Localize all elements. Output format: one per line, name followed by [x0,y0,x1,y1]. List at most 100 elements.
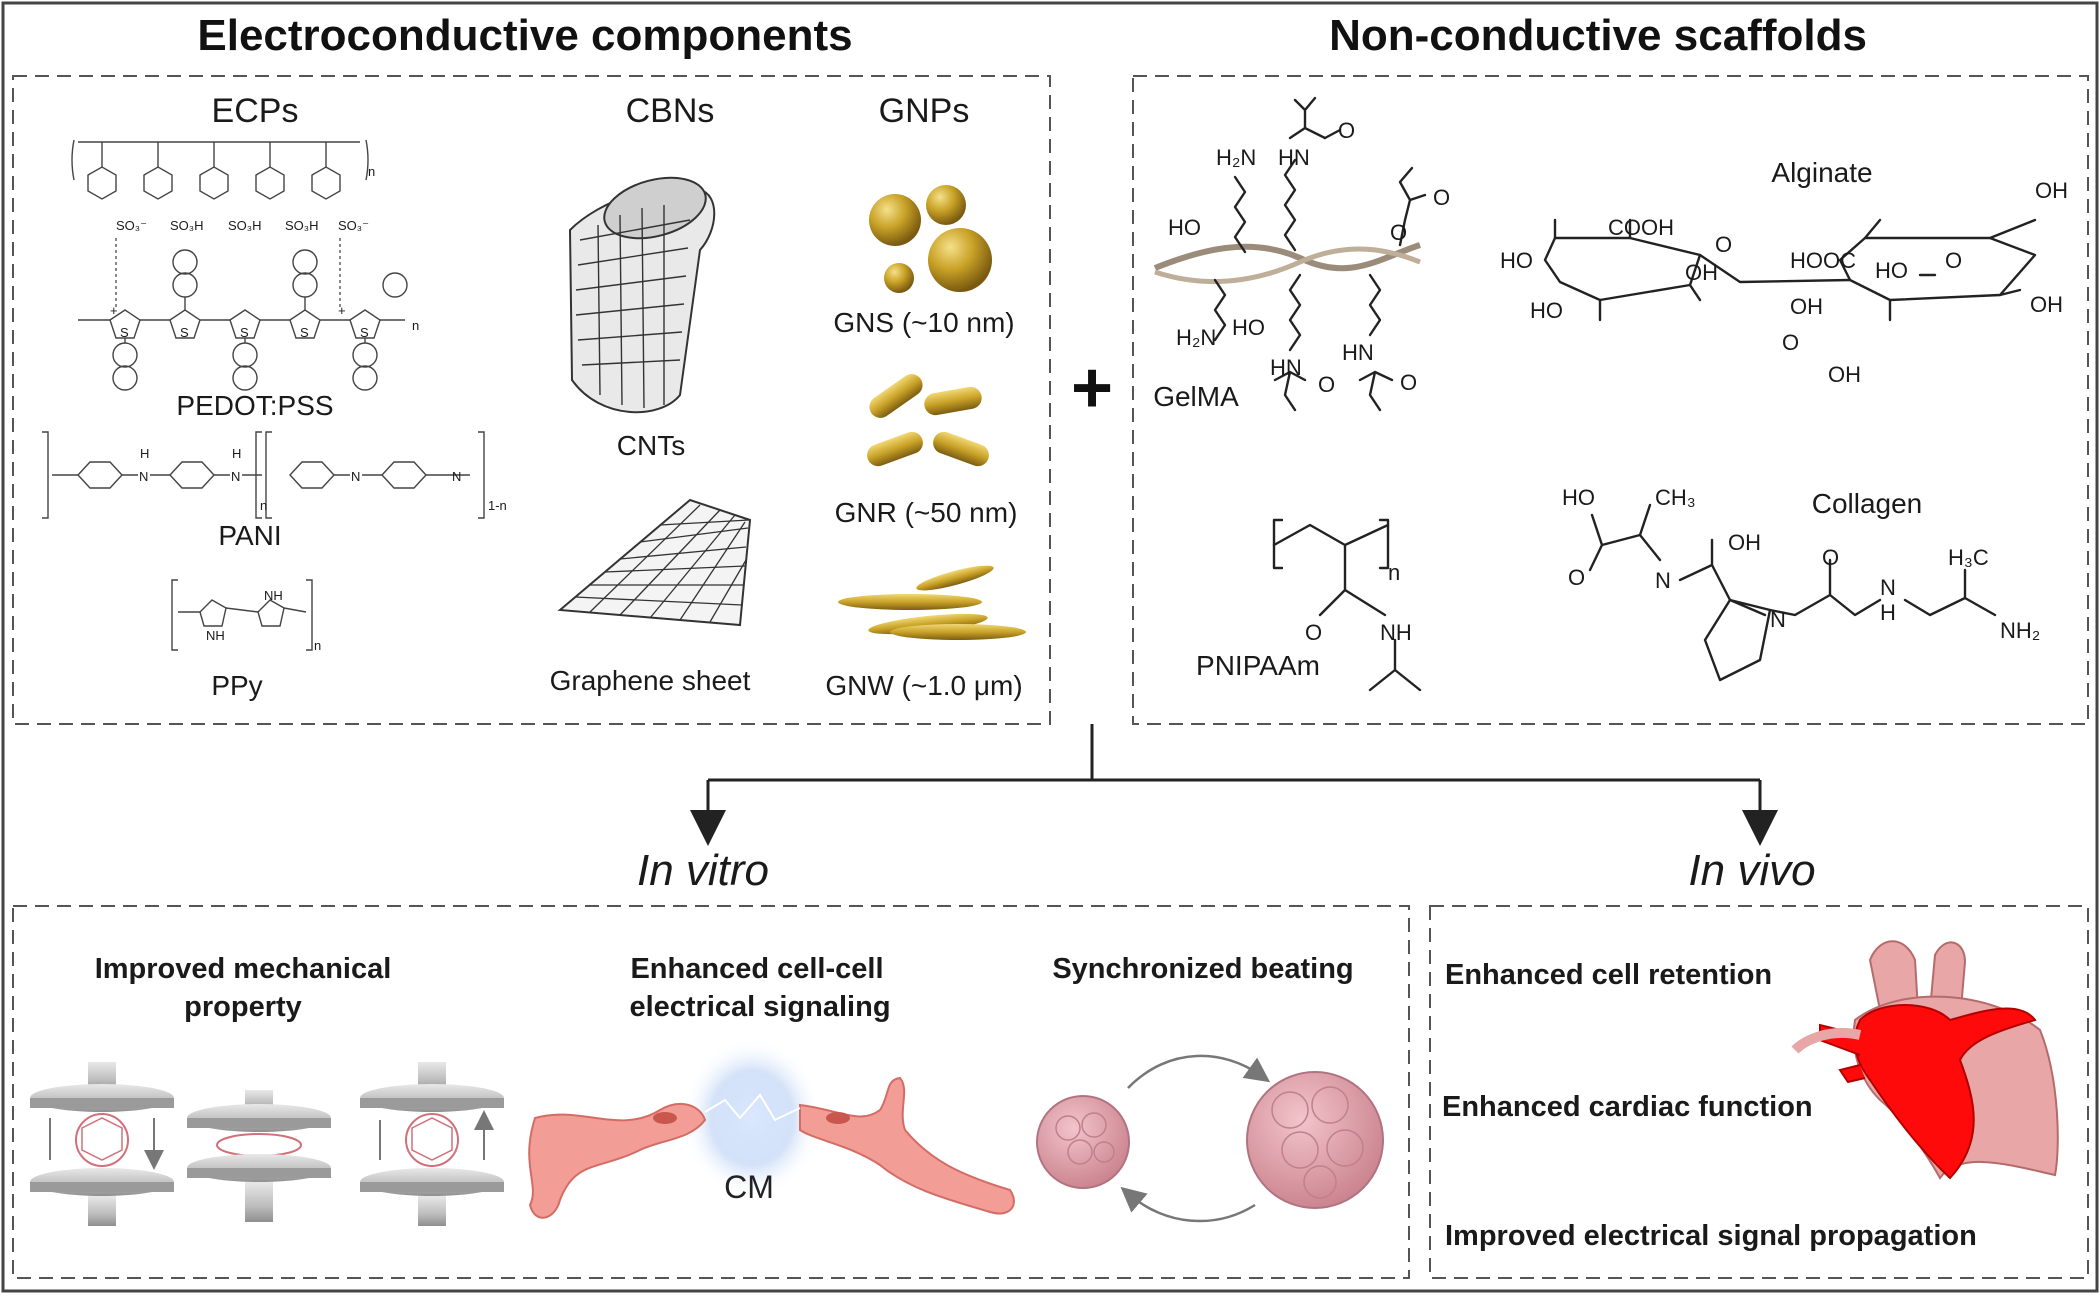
spheroid-icon [1036,1054,1384,1223]
s-label-5: S [360,325,369,340]
pnipaam-structure: O NH n [1272,518,1422,692]
alginate-oh-5: OH [2030,292,2063,317]
ppy-nh-1: NH [206,628,225,643]
alginate-structure: COOH O HO OH HO HOOC HO O OH OH O OH OH [1500,178,2068,387]
in-vivo-title: In vivo [1688,846,1815,895]
gelma-h2n-2: H₂N [1176,325,1216,350]
gns-label: GNS (~10 nm) [833,307,1014,338]
so3h-label-1: SO₃H [170,218,203,233]
alginate-ho-1: HO [1500,248,1533,273]
s-label-1: S [120,325,129,340]
cnts-label: CNTs [617,430,685,461]
gelma-hn-3: HN [1342,340,1374,365]
pnipaam-n: n [1388,560,1400,585]
gnr-label: GNR (~50 nm) [835,497,1018,528]
in-vitro-title: In vitro [637,846,769,895]
pnipaam-label: PNIPAAm [1196,650,1320,681]
ppy-nh-2: NH [264,588,283,603]
scaffold-box [1132,75,2089,725]
gelma-o-4: O [1318,372,1335,397]
collagen-nh2: NH₂ [2000,618,2040,643]
pani-n-4: N [452,469,461,484]
gold-nanorod-icon [867,374,989,467]
nanotube-icon [568,176,716,414]
graphene-icon [557,498,752,627]
pani-n-sub: n [260,498,267,513]
pani-h-1: H [140,446,149,461]
cbns-header: CBNs [626,92,715,130]
gelma-hn-1: HN [1278,145,1310,170]
compression-device-icon [30,1062,504,1226]
collagen-oh: OH [1728,530,1761,555]
in-vivo-item-1: Enhanced cell retention [1445,959,1772,991]
pani-h-2: H [232,446,241,461]
so3h-label-2: SO₃H [228,218,261,233]
collagen-ch3: CH₃ [1655,485,1696,510]
pani-label: PANI [218,520,281,551]
collagen-n-2: N [1770,607,1786,632]
in-vivo-item-3: Improved electrical signal propagation [1445,1220,1977,1252]
alginate-o-3: O [1782,330,1799,355]
signal-label-1: Enhanced cell-cell [630,953,883,985]
fullerene-icon [75,1113,129,1167]
gelma-o-3: O [1433,185,1450,210]
mech-label-1: Improved mechanical [95,953,392,985]
alginate-o-2: O [1945,248,1962,273]
gnps-header: GNPs [879,92,970,130]
signal-label-2: electrical signaling [629,991,890,1023]
pss-n-label: n [368,164,375,179]
gelma-ho-2: HO [1232,315,1265,340]
gelma-label: GelMA [1153,381,1239,412]
ppy-label: PPy [211,670,262,701]
gold-nanowire-icon [838,565,1026,640]
ppy-n-sub: n [314,638,321,653]
alginate-oh-3: OH [1790,294,1823,319]
plus-charge-2: + [338,303,346,318]
collagen-label: Collagen [1812,488,1923,519]
plus-icon: + [1071,348,1113,428]
graphene-label: Graphene sheet [550,665,751,696]
s-label-2: S [180,325,189,340]
gelma-o-1: O [1338,118,1355,143]
cardiomyocyte-icon [528,1038,1015,1219]
alginate-cooh: COOH [1608,215,1674,240]
plus-charge-1: + [110,303,118,318]
collagen-o-2: O [1822,545,1839,570]
alginate-oh-2: OH [2035,178,2068,203]
pani-1n-sub: 1-n [488,498,507,513]
pani-n-3: N [351,469,360,484]
title-non-conductive: Non-conductive scaffolds [1329,11,1867,60]
electroconductive-box [12,75,1051,725]
collagen-structure: HO CH₃ O N OH N O N H H₃C NH₂ [1562,485,2040,682]
gelma-structure: H₂N HN O HO O O H₂N HO HN O HN O [1153,96,1450,412]
alginate-ho-3: HO [1875,258,1908,283]
so3h-label-3: SO₃H [285,218,318,233]
collagen-ho: HO [1562,485,1595,510]
heart-icon [1791,940,2059,1180]
in-vivo-item-2: Enhanced cardiac function [1442,1091,1813,1123]
mech-label-2: property [184,991,302,1023]
so3-label-2: SO₃⁻ [338,218,369,233]
alginate-label: Alginate [1771,157,1872,188]
gnw-label: GNW (~1.0 μm) [825,670,1022,701]
in-vivo-box [1429,905,2089,1279]
pedot-pss-structure: SO₃⁻ SO₃H SO₃H SO₃H SO₃⁻ n S S S S S + +… [71,139,419,391]
alginate-hooc: HOOC [1790,248,1856,273]
cm-label: CM [724,1169,774,1205]
pnipaam-nh: NH [1380,620,1412,645]
gelma-o-2: O [1390,220,1407,245]
alginate-oh-4: OH [1828,362,1861,387]
collagen-n-1: N [1655,568,1671,593]
so3-label-1: SO₃⁻ [116,218,147,233]
pani-structure: N N N N H H n 1-n [42,431,507,519]
gelma-hn-2: HN [1270,355,1302,380]
ecps-header: ECPs [212,92,299,130]
connector-lines [690,724,1778,846]
collagen-n-3: N [1880,575,1896,600]
alginate-ho-2: HO [1530,298,1563,323]
collagen-h3c: H₃C [1948,545,1989,570]
gelma-o-5: O [1400,370,1417,395]
sync-label: Synchronized beating [1052,953,1353,985]
